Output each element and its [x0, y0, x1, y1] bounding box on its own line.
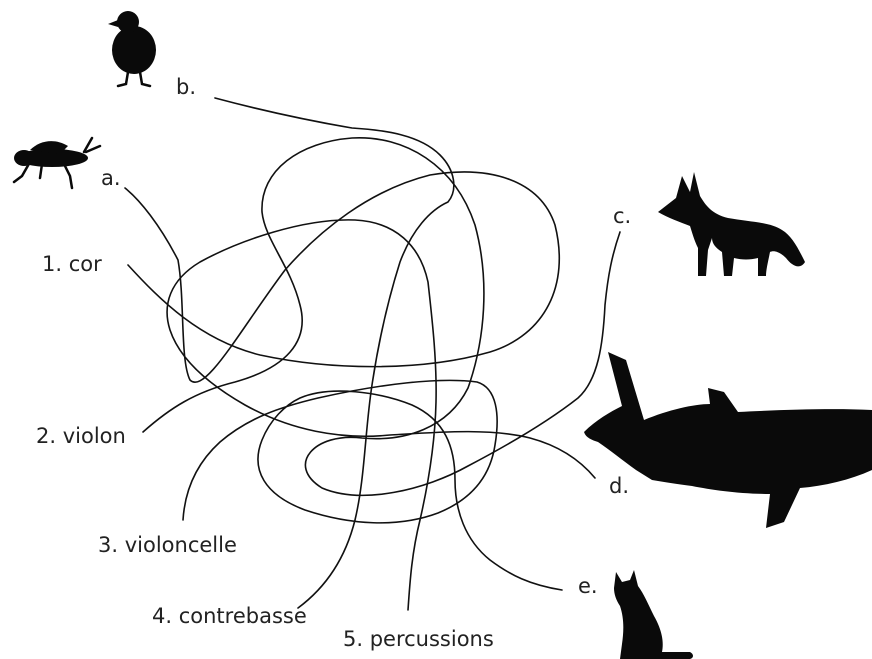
instrument-label-cor: 1. cor: [42, 252, 102, 276]
animal-letter-b: b.: [176, 75, 197, 99]
animal-letter-e: e.: [578, 574, 598, 598]
animal-letter-d: d.: [609, 474, 630, 498]
animal-letter-c: c.: [613, 204, 632, 228]
line-violon: [142, 137, 621, 497]
line-percussions: [166, 219, 596, 611]
instrument-label-violon: 2. violon: [36, 424, 126, 448]
animal-letter-a: a.: [101, 166, 121, 190]
instrument-label-percussions: 5. percussions: [343, 627, 494, 651]
line-cor: [124, 171, 561, 383]
instrument-label-contrebasse: 4. contrebasse: [152, 604, 307, 628]
line-violoncelle: [182, 379, 563, 591]
instrument-label-violoncelle: 3. violoncelle: [98, 533, 237, 557]
